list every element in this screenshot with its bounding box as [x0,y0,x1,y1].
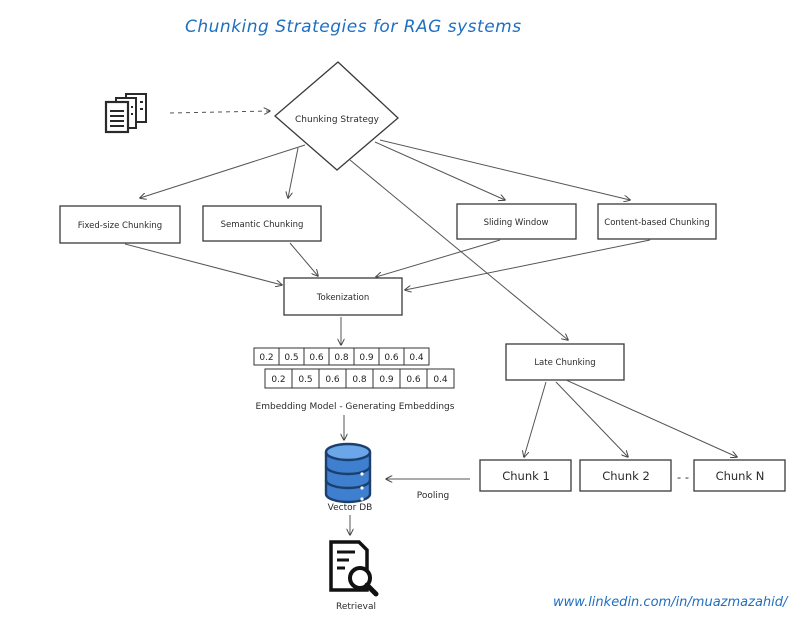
embedding-back-value: 0.6 [384,353,399,363]
embedding-back-value: 0.9 [359,353,374,363]
tokenization-node: Tokenization [283,277,403,316]
embedding-front-value: 0.8 [352,375,367,385]
documents-icon [104,93,147,134]
edge-sliding-token [376,239,501,277]
embedding-back-value: 0.8 [334,353,349,363]
chunk-ellipsis: - - [677,470,689,484]
chunk-1-node: Chunk 1 [479,459,572,492]
fixed-size-chunking-label: Fixed-size Chunking [78,221,162,231]
embedding-front-cell: 0.8 [345,368,374,389]
chunking-strategy-label: Chunking Strategy [295,115,380,125]
retrieval-search-icon [329,540,379,597]
embedding-back-cell: 0.6 [378,347,405,366]
edge-semantic-token [289,242,318,276]
embedding-front-value: 0.6 [325,375,340,385]
late-chunking-node: Late Chunking [505,343,625,381]
edge-late-chunkN [565,379,737,457]
embedding-front-value: 0.9 [379,375,394,385]
edge-strategy-content [379,139,630,200]
embedding-front-value: 0.4 [433,375,448,385]
edge-fixed-token [124,243,282,285]
chunk-n-label: Chunk N [716,469,765,483]
embedding-back-cell: 0.5 [278,347,305,366]
embedding-front-cell: 0.6 [399,368,428,389]
embedding-model-label: Embedding Model - Generating Embeddings [256,402,455,412]
sliding-window-node: Sliding Window [456,203,577,240]
embedding-back-cell: 0.6 [303,347,330,366]
chunk-1-label: Chunk 1 [502,469,550,483]
tokenization-label: Tokenization [316,293,370,303]
edge-late-chunk1 [524,381,547,457]
embedding-front-cell: 0.4 [426,368,455,389]
edge-content-token [405,239,651,290]
edge-strategy-semantic [288,147,299,198]
embedding-front-cell: 0.5 [291,368,320,389]
edge-strategy-fixed [140,144,306,198]
content-based-chunking-node: Content-based Chunking [597,203,717,240]
embedding-vector-row-back: 0.2 0.5 0.6 0.8 0.9 0.6 0.4 [253,347,430,366]
embedding-back-value: 0.6 [309,353,324,363]
semantic-chunking-label: Semantic Chunking [221,220,304,230]
embedding-front-cell: 0.6 [318,368,347,389]
chunk-2-node: Chunk 2 [579,459,672,492]
fixed-size-chunking-node: Fixed-size Chunking [59,205,181,244]
edge-docs-to-strategy [169,111,270,113]
embedding-front-cell: 0.2 [264,368,293,389]
embedding-back-cell: 0.4 [403,347,430,366]
embedding-back-value: 0.2 [259,353,273,363]
embedding-front-cell: 0.9 [372,368,401,389]
diagram-title: Chunking Strategies for RAG systems [185,17,522,37]
database-icon [324,442,372,504]
edge-strategy-sliding [374,141,505,200]
edge-strategy-late [349,159,568,340]
linkedin-link[interactable]: www.linkedin.com/in/muazmazahid/ [553,595,789,610]
embedding-vector-row-front: 0.2 0.5 0.6 0.8 0.9 0.6 0.4 [264,368,455,389]
retrieval-label: Retrieval [336,602,376,612]
embedding-back-cell: 0.9 [353,347,380,366]
embedding-back-value: 0.4 [409,353,424,363]
embedding-back-cell: 0.8 [328,347,355,366]
embedding-front-value: 0.6 [406,375,421,385]
chunk-n-node: Chunk N [693,459,786,492]
pooling-label: Pooling [417,491,450,501]
vector-db-label: Vector DB [328,503,373,513]
embedding-back-value: 0.5 [284,353,298,363]
embedding-back-cell: 0.2 [253,347,280,366]
chunk-2-label: Chunk 2 [602,469,650,483]
late-chunking-label: Late Chunking [534,358,595,368]
edge-late-chunk2 [555,381,628,457]
semantic-chunking-node: Semantic Chunking [202,205,322,242]
embedding-front-value: 0.5 [298,375,312,385]
sliding-window-label: Sliding Window [484,218,549,228]
chunking-strategy-node: Chunking Strategy [274,61,399,171]
content-based-chunking-label: Content-based Chunking [604,218,709,228]
embedding-front-value: 0.2 [271,375,285,385]
